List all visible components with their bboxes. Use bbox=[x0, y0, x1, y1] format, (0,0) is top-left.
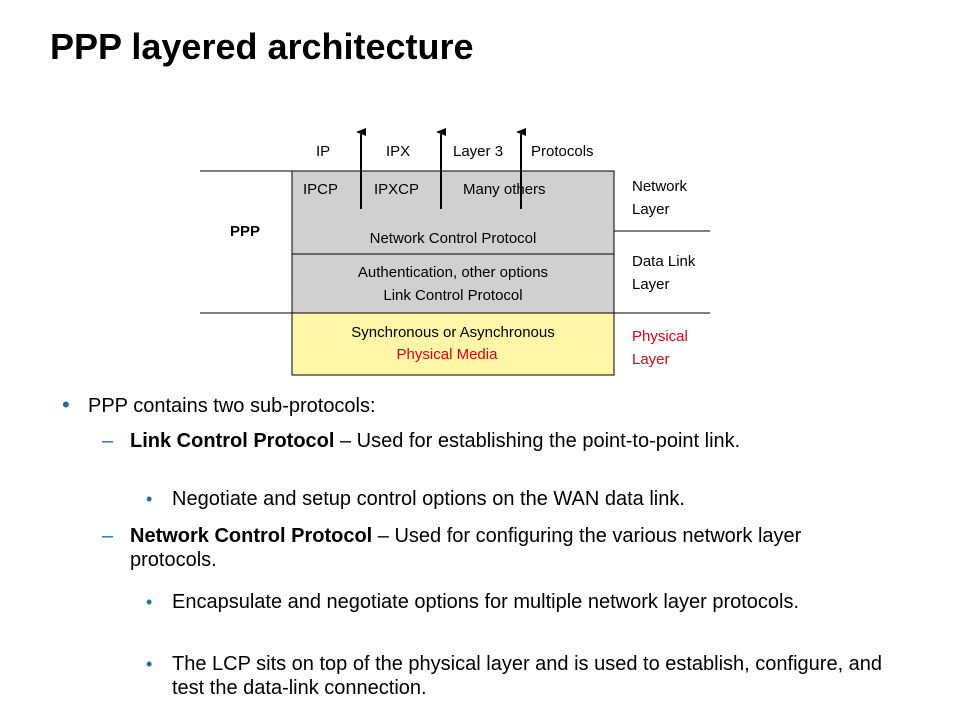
label-ncp: Network Control Protocol bbox=[370, 230, 537, 247]
bullet-lcp: Link Control Protocol – Used for establi… bbox=[130, 429, 890, 453]
page-title: PPP layered architecture bbox=[50, 26, 474, 67]
label-physical-layer-2: Layer bbox=[632, 351, 670, 368]
label-phys-line1: Synchronous or Asynchronous bbox=[351, 324, 554, 341]
lcp-rest: – Used for establishing the point-to-poi… bbox=[334, 430, 741, 452]
ncp-rest: – Used for configuring the various netwo… bbox=[130, 525, 802, 571]
label-lcp-line1: Authentication, other options bbox=[358, 264, 548, 281]
label-network-layer-2: Layer bbox=[632, 201, 670, 218]
label-network-layer-1: Network bbox=[632, 178, 688, 195]
physical-media-box bbox=[291, 312, 615, 376]
dot-marker: • bbox=[146, 592, 153, 612]
label-phys-line2: Physical Media bbox=[397, 346, 499, 363]
label-protocols: Protocols bbox=[531, 143, 594, 160]
label-datalink-layer-2: Layer bbox=[632, 276, 670, 293]
bullet-ncp-sub1: Encapsulate and negotiate options for mu… bbox=[172, 591, 800, 613]
label-ppp: PPP bbox=[230, 223, 260, 240]
bullet-marker: • bbox=[62, 392, 70, 417]
label-lcp-line2: Link Control Protocol bbox=[383, 287, 522, 304]
network-control-box bbox=[291, 170, 615, 255]
label-ipcp: IPCP bbox=[303, 181, 338, 198]
lcp-bold: Link Control Protocol bbox=[130, 430, 335, 452]
dash-marker: – bbox=[102, 430, 114, 452]
label-many-others: Many others bbox=[463, 181, 546, 198]
dash-marker: – bbox=[102, 525, 114, 547]
bullet-lcp-sub: Negotiate and setup control options on t… bbox=[172, 488, 685, 510]
link-control-box bbox=[291, 253, 615, 314]
bullet-ncp-sub2: The LCP sits on top of the physical laye… bbox=[172, 653, 883, 699]
label-datalink-layer-1: Data Link bbox=[632, 253, 696, 270]
bullet-main: PPP contains two sub-protocols: bbox=[88, 395, 376, 417]
dot-marker: • bbox=[146, 489, 153, 509]
label-physical-layer-1: Physical bbox=[632, 328, 688, 345]
bullet-ncp: Network Control Protocol – Used for conf… bbox=[130, 524, 890, 572]
label-ipxcp: IPXCP bbox=[374, 181, 419, 198]
label-layer3: Layer 3 bbox=[453, 143, 503, 160]
label-ip: IP bbox=[316, 143, 330, 160]
dot-marker: • bbox=[146, 654, 153, 674]
label-ipx: IPX bbox=[386, 143, 410, 160]
ncp-bold: Network Control Protocol bbox=[130, 525, 373, 547]
